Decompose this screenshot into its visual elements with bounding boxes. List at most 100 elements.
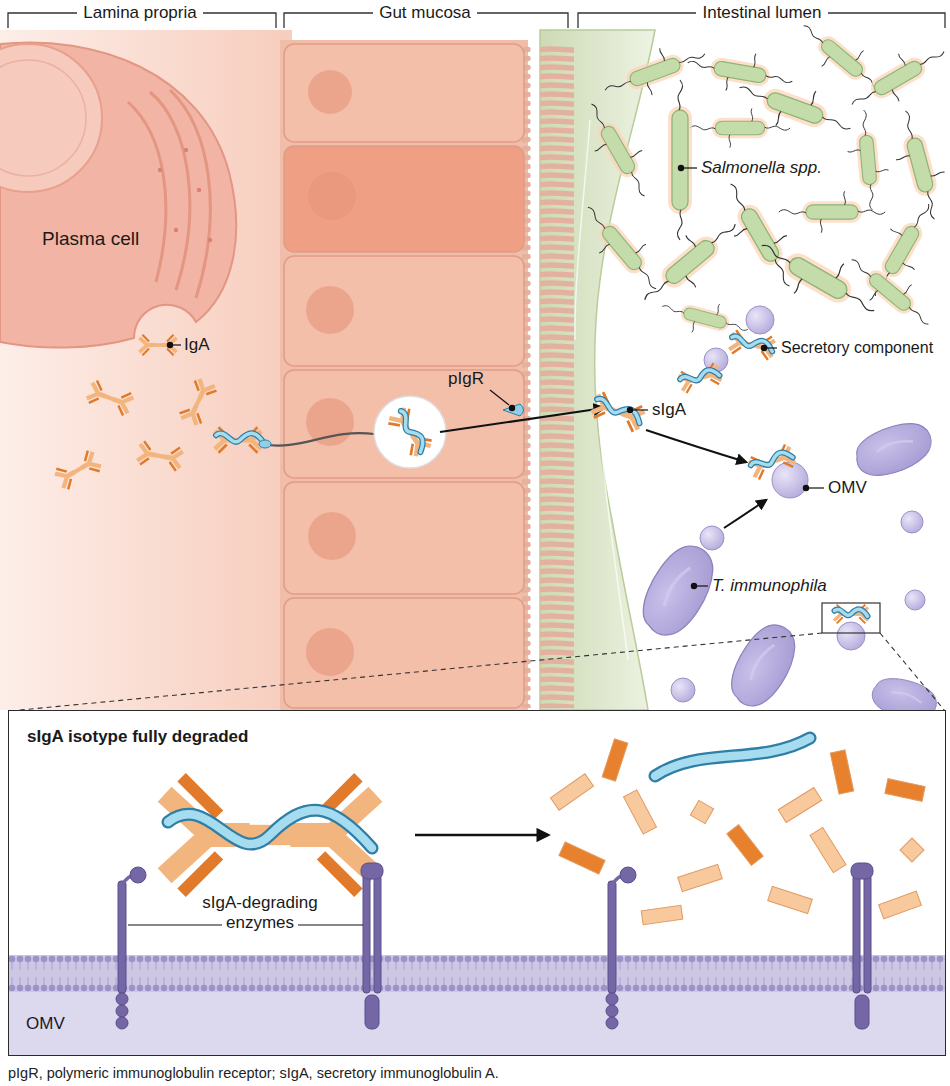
illustration-part: [808, 487, 824, 488]
transcytosis-arrow: [440, 408, 604, 432]
illustration-part: [844, 108, 892, 211]
illustration-part: [559, 842, 605, 874]
illustration-part: [690, 800, 713, 823]
illustration-part: [575, 120, 628, 660]
illustration-part: [624, 790, 657, 834]
illustration-part: [631, 536, 726, 646]
illustration-part: [0, 44, 102, 192]
illustration-part: [128, 90, 210, 298]
illustration-part: [9, 992, 945, 1055]
illustration-part: [574, 94, 663, 207]
illustration-part: [306, 286, 354, 334]
illustration-part: [830, 750, 853, 794]
region-header: Lamina propria: [77, 3, 202, 23]
illustration-part: [9, 955, 945, 992]
illustration-part: [503, 404, 524, 416]
illustration-part: [729, 330, 776, 361]
illustration-part: [374, 396, 446, 468]
callout-label: Salmonella spp.: [701, 158, 822, 178]
inset-panel: sIgA isotype fully degraded: [8, 710, 946, 1056]
secretory-iga-lumen: [590, 330, 868, 624]
illustration-part: [361, 863, 383, 1029]
illustration-part: [262, 433, 374, 446]
illustration-part: [632, 409, 648, 410]
release-arrow: [724, 500, 766, 528]
region-header: Intestinal lumen: [696, 3, 827, 23]
illustration-part: [602, 739, 628, 781]
illustration-part: [696, 585, 708, 586]
callout-label: IgA: [184, 335, 210, 355]
illustration-part: [509, 405, 514, 410]
illustration-part: [901, 511, 923, 533]
illustration-part: [208, 238, 212, 242]
illustration-part: [810, 827, 846, 872]
illustration-part: [178, 377, 218, 426]
illustration-part: [284, 44, 524, 142]
illustration-part: [879, 891, 922, 919]
illustration-part: [837, 622, 865, 650]
callout-label: pIgR: [448, 369, 484, 389]
illustration-part: [174, 228, 178, 232]
illustration-part: [641, 905, 683, 924]
illustration-part: [386, 406, 434, 459]
callout-label: OMV: [828, 478, 867, 498]
illustration-part: [216, 433, 264, 443]
illustration-part: [184, 148, 188, 152]
illustration-part: [778, 788, 822, 823]
zoom-lines: [10, 633, 945, 711]
illustration-part: [490, 390, 509, 405]
illustration-part: [839, 245, 941, 339]
illustration-part: [727, 825, 763, 866]
callout-label: Secretory component: [781, 338, 933, 358]
illustration-part: [306, 628, 354, 676]
illustration-part: [572, 194, 672, 302]
illustration-part: [761, 345, 766, 350]
illustration-part: [522, 44, 574, 708]
inset-illustration: [8, 710, 946, 1056]
pigr-iga-complex: [215, 427, 374, 453]
plasma-cell-outline: [0, 0, 250, 360]
illustration-part: [884, 105, 950, 225]
figure-caption: pIgR, polymeric immunoglobulin receptor;…: [8, 1064, 499, 1082]
pigr-receptor: [503, 404, 524, 416]
illustration-part: [834, 605, 868, 624]
illustration-part: [280, 40, 528, 710]
illustration-part: [746, 306, 774, 334]
zoom-box: [822, 603, 880, 633]
illustration-part: [668, 80, 692, 240]
illustration-part: [137, 441, 184, 472]
illustration-part: [900, 838, 924, 862]
illustration-part: [678, 362, 723, 394]
illustration-part: [284, 146, 524, 252]
illustration-part: [165, 777, 376, 893]
illustration-part: [172, 344, 181, 345]
illustration-part: [691, 583, 696, 588]
callout-label: T. immunophila: [712, 576, 827, 596]
illustration-part: [8, 710, 946, 1056]
outer-membrane-vesicles: [671, 306, 925, 702]
illustration-part: [905, 590, 925, 610]
illustration-part: [550, 774, 593, 810]
callout-label: sIgA-degrading enzymes: [185, 893, 335, 933]
cell-nuclei: [306, 70, 356, 676]
region-header: Gut mucosa: [373, 3, 477, 23]
illustration-part: [139, 335, 176, 355]
illustration-part: [86, 379, 135, 416]
illustration-part: [690, 108, 790, 147]
region-label: OMV: [26, 1014, 65, 1034]
iga-in-lamina-propria: [53, 335, 218, 491]
illustration-part: [158, 168, 162, 172]
illustration-part: [678, 864, 723, 891]
illustration-part: [197, 188, 201, 192]
illustration-part: [803, 485, 808, 490]
callout-label: sIgA: [652, 400, 686, 420]
illustration-part: [0, 60, 86, 176]
transcytosis-vesicle: [374, 396, 446, 468]
illustration-part: [284, 256, 524, 366]
illustration-part: [842, 34, 950, 123]
illustration-part: [671, 678, 695, 702]
illustration-part: [606, 867, 636, 1029]
illustration-part: [851, 863, 873, 1029]
illustration-part: [700, 526, 724, 550]
